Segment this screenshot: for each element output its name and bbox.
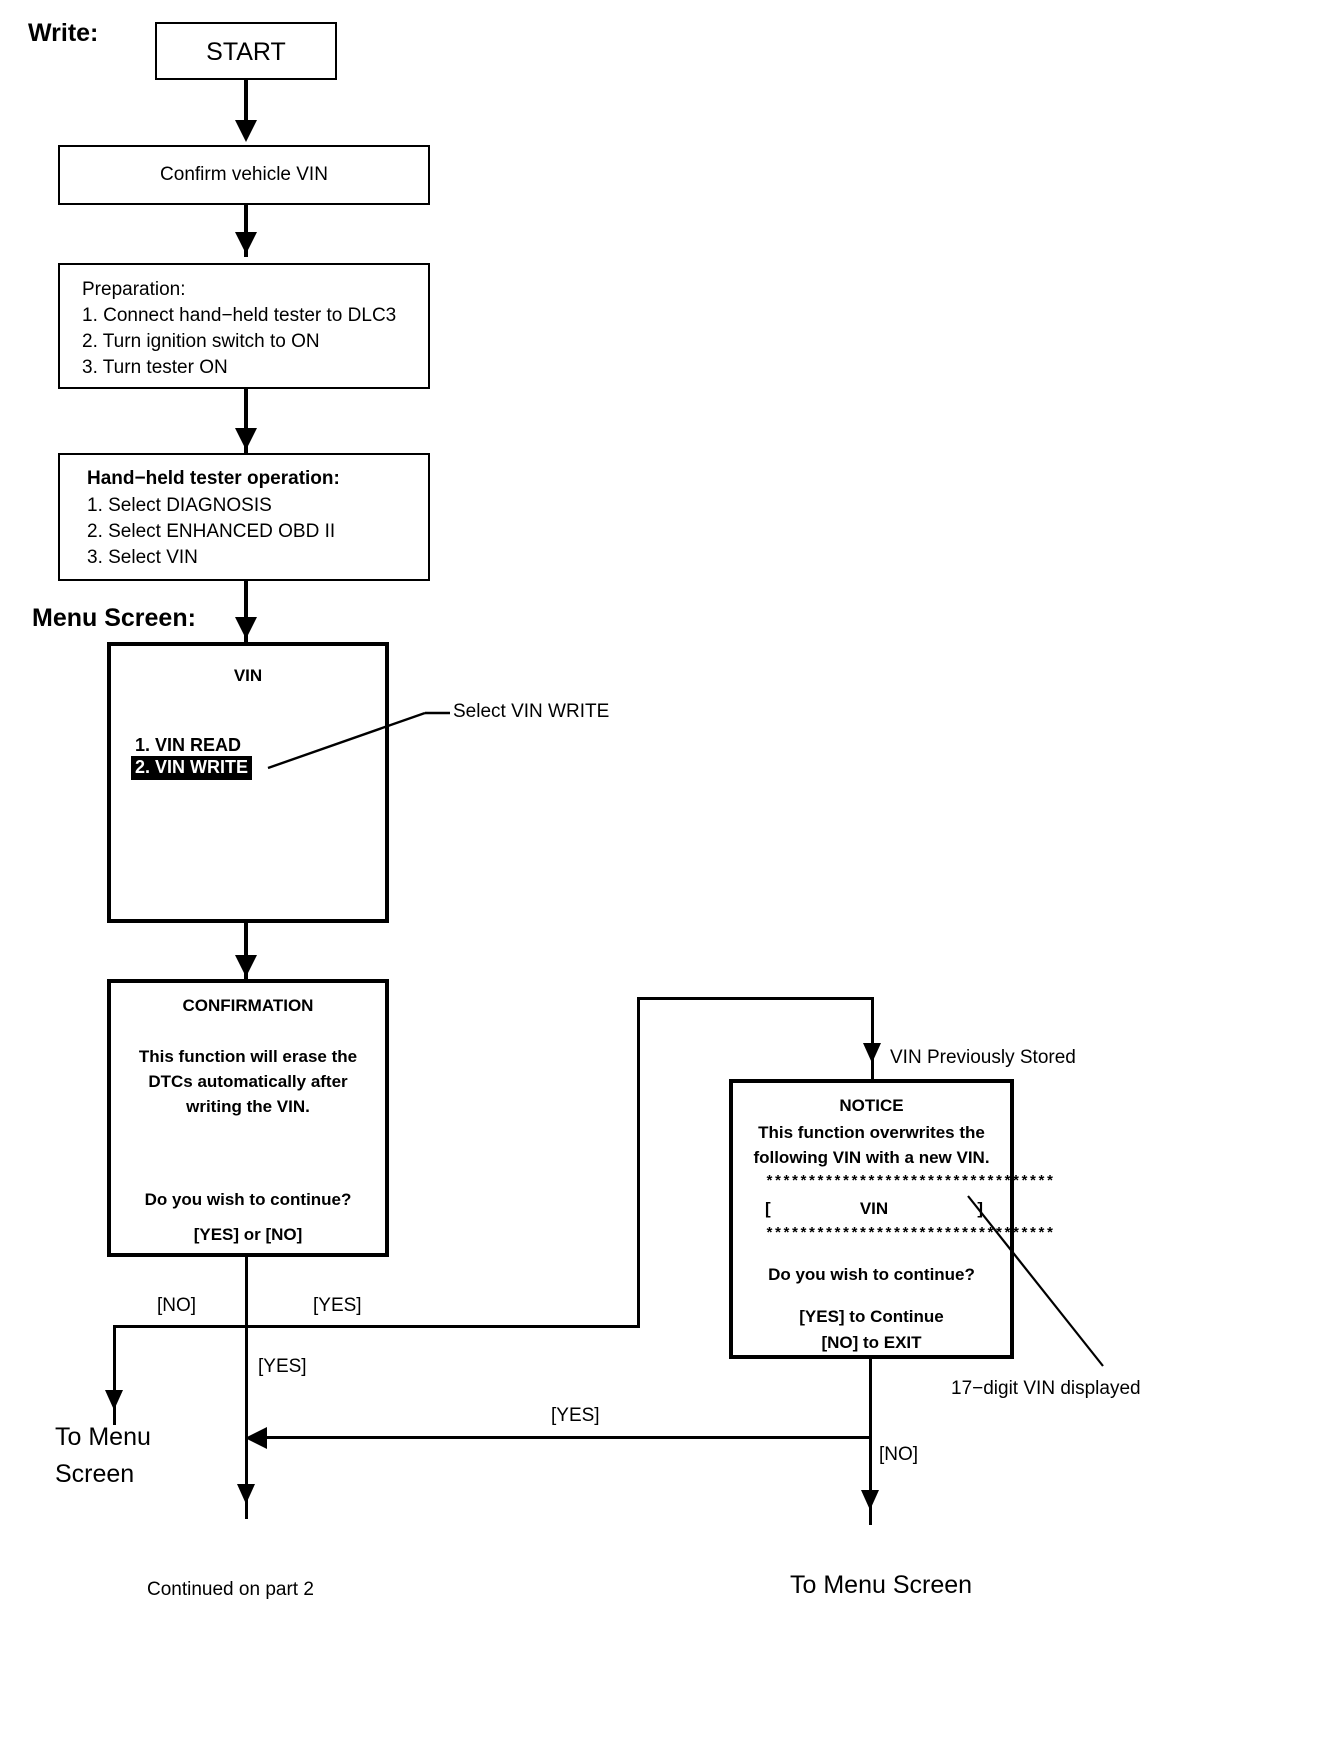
node-preparation-heading: Preparation: bbox=[82, 279, 186, 300]
annotation-select-vin-write: Select VIN WRITE bbox=[453, 701, 610, 722]
node-preparation: Preparation: 1. Connect hand−held tester… bbox=[58, 263, 430, 389]
arrowhead-down-icon bbox=[235, 120, 257, 142]
node-tester-operation-step-2: 2. Select ENHANCED OBD II bbox=[87, 521, 336, 542]
notice-body-line-2: following VIN with a new VIN. bbox=[753, 1148, 990, 1167]
edge-confirmation-yes-riser bbox=[637, 997, 640, 1328]
terminal-to-menu-screen-left-line-2: Screen bbox=[55, 1460, 135, 1488]
vin-menu-title: VIN bbox=[233, 666, 263, 685]
notice-question: Do you wish to continue? bbox=[768, 1265, 975, 1284]
arrowhead-down-icon bbox=[863, 1043, 881, 1063]
arrowhead-down-icon bbox=[235, 428, 257, 450]
callout-leader-vin-displayed bbox=[967, 1195, 1104, 1367]
edge-confirmation-yes-horizontal bbox=[245, 1325, 640, 1328]
notice-vin-field-open-bracket: [ bbox=[765, 1199, 771, 1218]
notice-title: NOTICE bbox=[839, 1096, 904, 1115]
arrowhead-down-icon bbox=[105, 1390, 123, 1410]
confirmation-question: Do you wish to continue? bbox=[144, 1190, 352, 1209]
node-preparation-step-3: 3. Turn tester ON bbox=[82, 357, 228, 378]
arrowhead-down-icon bbox=[861, 1490, 879, 1510]
arrowhead-down-icon bbox=[235, 955, 257, 977]
edge-preparation-to-tester bbox=[244, 389, 248, 455]
edge-confirmation-no-horizontal bbox=[113, 1325, 248, 1328]
section-label: Write: bbox=[28, 19, 99, 47]
edge-notice-down bbox=[869, 1359, 872, 1525]
menu-screen-label: Menu Screen: bbox=[32, 604, 196, 632]
node-tester-operation: Hand−held tester operation: 1. Select DI… bbox=[58, 453, 430, 581]
node-confirm-vehicle-vin-label: Confirm vehicle VIN bbox=[160, 164, 328, 185]
edge-label-confirmation-yes-right: [YES] bbox=[313, 1295, 362, 1316]
confirmation-body-line-2: DTCs automatically after bbox=[148, 1072, 348, 1091]
notice-body-line-1: This function overwrites the bbox=[758, 1123, 985, 1142]
vin-menu-item-read[interactable]: 1. VIN READ bbox=[131, 734, 245, 758]
edge-label-notice-yes: [YES] bbox=[551, 1405, 600, 1426]
edge-label-confirmation-no: [NO] bbox=[157, 1295, 197, 1316]
notice-vin-field-label: VIN bbox=[859, 1199, 889, 1218]
callout-leader-select-vin-write bbox=[267, 711, 450, 770]
node-preparation-step-2: 2. Turn ignition switch to ON bbox=[82, 331, 320, 352]
node-tester-operation-step-3: 3. Select VIN bbox=[87, 547, 198, 568]
notice-stars-top: ********************************** bbox=[765, 1174, 1055, 1191]
confirmation-title: CONFIRMATION bbox=[182, 996, 314, 1015]
notice-option-no: [NO] to EXIT bbox=[821, 1333, 922, 1352]
edge-start-to-confirm bbox=[244, 80, 248, 126]
terminal-to-menu-screen-right: To Menu Screen bbox=[790, 1571, 973, 1599]
vin-menu-item-read-label: 1. VIN READ bbox=[135, 735, 242, 755]
edge-label-confirmation-yes-down: [YES] bbox=[258, 1356, 307, 1377]
edge-confirmation-no-vertical bbox=[113, 1325, 116, 1425]
annotation-vin-displayed: 17−digit VIN displayed bbox=[951, 1378, 1141, 1399]
node-start-label: START bbox=[206, 38, 286, 66]
vin-menu-item-write[interactable]: 2. VIN WRITE bbox=[131, 756, 253, 780]
notice-stars-bottom: ********************************** bbox=[765, 1226, 1055, 1243]
notice-vin-field-close-bracket: ] bbox=[977, 1199, 983, 1218]
node-start: START bbox=[155, 22, 337, 80]
edge-to-notice-horizontal bbox=[637, 997, 874, 1000]
arrowhead-down-icon bbox=[235, 617, 257, 639]
node-confirmation-screen: CONFIRMATION This function will erase th… bbox=[107, 979, 389, 1257]
arrowhead-down-icon bbox=[237, 1484, 255, 1504]
edge-label-notice-no: [NO] bbox=[879, 1444, 919, 1465]
confirmation-body-line-1: This function will erase the bbox=[138, 1047, 358, 1066]
edge-confirmation-yes-down bbox=[245, 1257, 248, 1519]
node-vin-menu-screen: VIN 1. VIN READ 2. VIN WRITE bbox=[107, 642, 389, 923]
node-tester-operation-step-1: 1. Select DIAGNOSIS bbox=[87, 495, 272, 516]
node-confirm-vehicle-vin: Confirm vehicle VIN bbox=[58, 145, 430, 205]
edge-tester-to-vin-menu bbox=[244, 581, 248, 643]
edge-vin-menu-to-confirmation bbox=[244, 923, 248, 981]
confirmation-options: [YES] or [NO] bbox=[193, 1225, 303, 1244]
arrowhead-left-icon bbox=[245, 1427, 267, 1449]
vin-menu-item-write-label: 2. VIN WRITE bbox=[131, 756, 253, 780]
terminal-to-menu-screen-left-line-1: To Menu bbox=[55, 1423, 151, 1451]
notice-vin-field: [ VIN ] bbox=[765, 1199, 983, 1219]
arrowhead-down-icon bbox=[235, 232, 257, 254]
node-notice-screen: NOTICE This function overwrites the foll… bbox=[729, 1079, 1055, 1359]
edge-to-notice-down bbox=[871, 997, 874, 1079]
notice-option-yes: [YES] to Continue bbox=[799, 1307, 944, 1326]
edge-confirm-to-preparation bbox=[244, 205, 248, 257]
annotation-vin-previously-stored: VIN Previously Stored bbox=[890, 1047, 1076, 1068]
edge-notice-yes-horizontal bbox=[250, 1436, 871, 1439]
node-tester-operation-heading: Hand−held tester operation: bbox=[87, 468, 340, 489]
terminal-continued-on-part-2: Continued on part 2 bbox=[147, 1579, 314, 1600]
confirmation-body-line-3: writing the VIN. bbox=[186, 1097, 310, 1116]
node-preparation-step-1: 1. Connect hand−held tester to DLC3 bbox=[82, 305, 397, 326]
